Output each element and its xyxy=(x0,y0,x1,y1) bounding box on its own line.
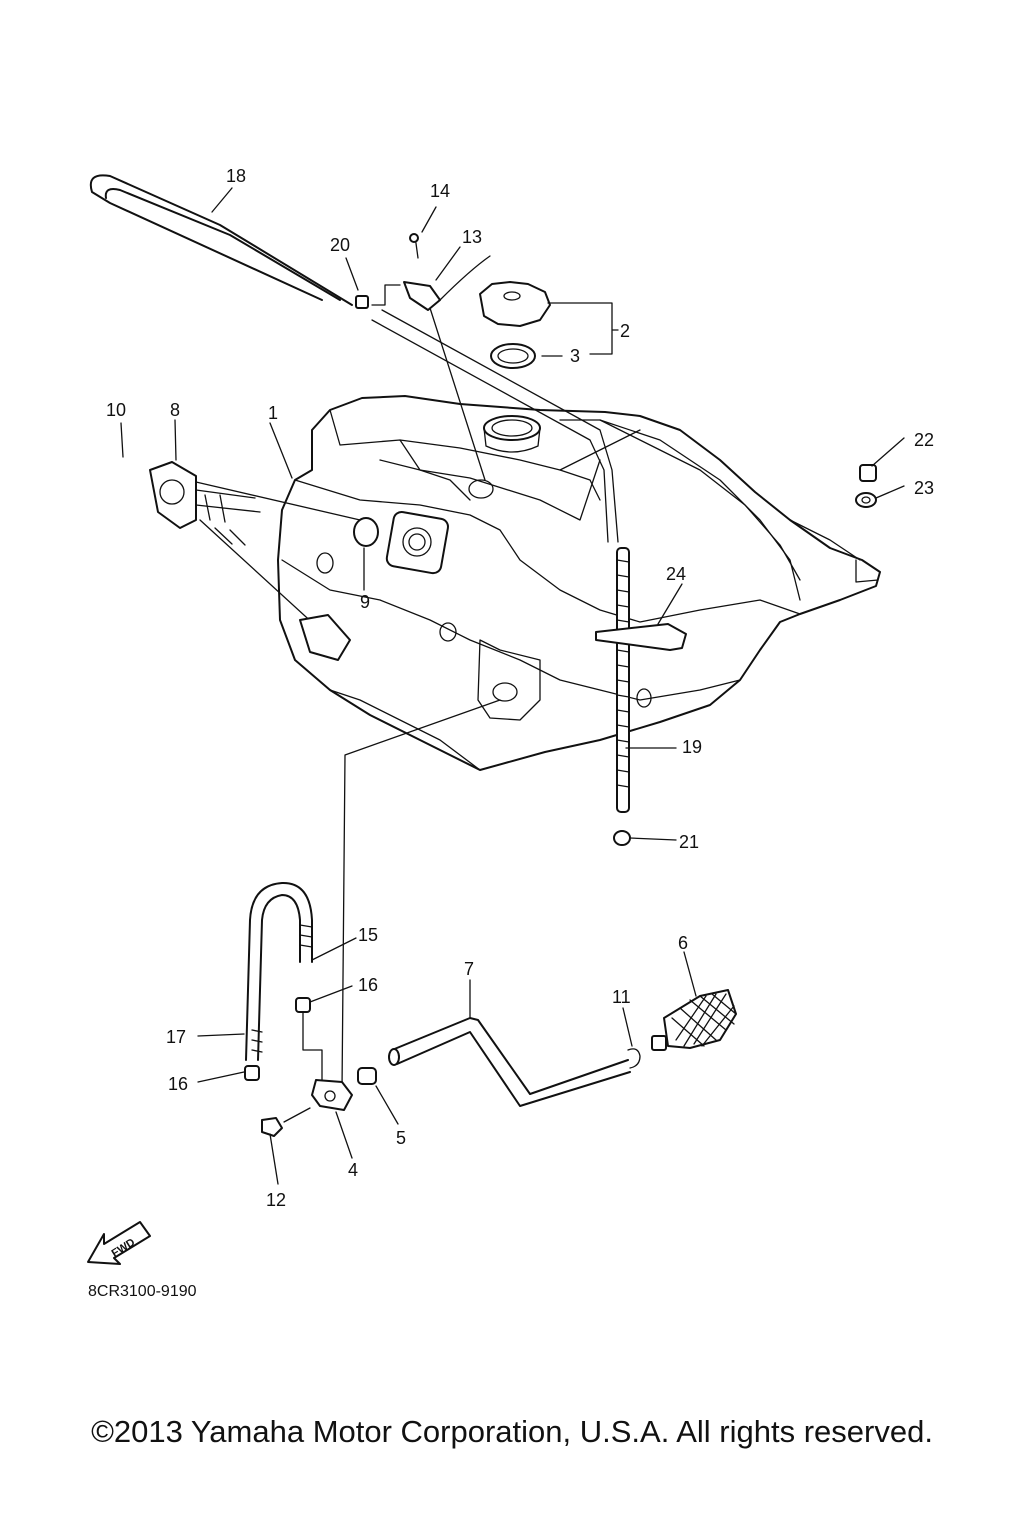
callout-10: 10 xyxy=(106,400,126,420)
callout-19: 19 xyxy=(682,737,702,757)
callout-2: 2 xyxy=(620,321,630,341)
diagram-part-number: 8CR3100-9190 xyxy=(88,1283,197,1300)
callout-5: 5 xyxy=(396,1128,406,1148)
callout-11: 11 xyxy=(612,987,631,1007)
callout-13: 13 xyxy=(462,227,482,247)
copyright-notice: ©2013 Yamaha Motor Corporation, U.S.A. A… xyxy=(91,1414,933,1449)
callout-7: 7 xyxy=(464,959,474,979)
callout-16-lower: 16 xyxy=(168,1074,188,1094)
fuel-cock-assembly xyxy=(244,699,501,1137)
callout-18: 18 xyxy=(226,166,246,186)
callout-23: 23 xyxy=(914,478,934,498)
fuel-tank-exploded-diagram: 1 2 3 4 5 6 7 8 9 10 11 12 13 14 15 16 1… xyxy=(87,166,934,1300)
callout-6: 6 xyxy=(678,933,688,953)
fuel-tank xyxy=(277,395,881,771)
callout-3: 3 xyxy=(570,346,580,366)
callout-16-upper: 16 xyxy=(358,975,378,995)
callout-14: 14 xyxy=(430,181,450,201)
fuel-cap xyxy=(479,281,551,369)
callout-1: 1 xyxy=(268,403,278,423)
callout-21: 21 xyxy=(679,832,699,852)
fuel-sender-unit xyxy=(149,461,379,661)
callout-labels: 1 2 3 4 5 6 7 8 9 10 11 12 13 14 15 16 1… xyxy=(106,166,934,1210)
callout-15: 15 xyxy=(358,925,378,945)
callout-22: 22 xyxy=(914,430,934,450)
fuel-line-filter xyxy=(388,989,737,1107)
forward-arrow-icon: FWD xyxy=(87,1221,151,1265)
callout-17: 17 xyxy=(166,1027,186,1047)
callout-9: 9 xyxy=(360,592,370,612)
drain-hose xyxy=(613,547,631,846)
leader-lines xyxy=(120,187,905,1185)
breather-hose xyxy=(89,174,619,543)
callout-12: 12 xyxy=(266,1190,286,1210)
callout-8: 8 xyxy=(170,400,180,420)
callout-24: 24 xyxy=(666,564,686,584)
callout-4: 4 xyxy=(348,1160,358,1180)
mount-hardware xyxy=(595,464,877,651)
callout-20: 20 xyxy=(330,235,350,255)
